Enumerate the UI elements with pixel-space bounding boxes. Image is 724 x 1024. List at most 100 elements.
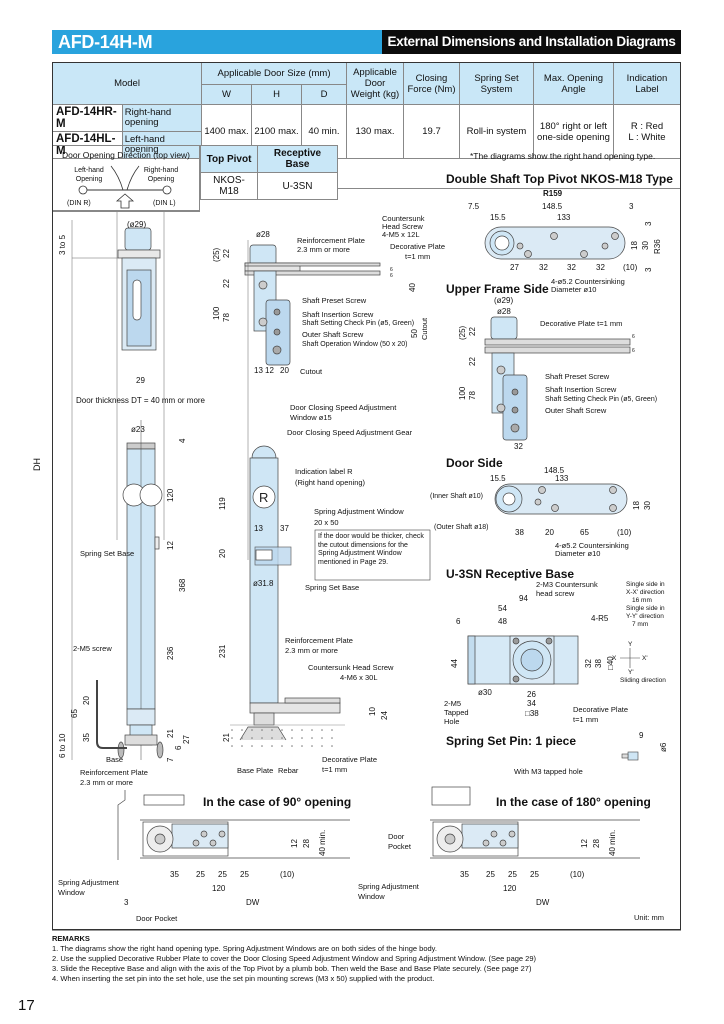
dim-label: 13 bbox=[254, 366, 263, 375]
dim-label: Cutout bbox=[420, 317, 429, 340]
dim-label: DW bbox=[246, 898, 260, 907]
dim-label: DW bbox=[536, 898, 550, 907]
dim-label: 78 bbox=[468, 391, 477, 400]
dim-label: 28 bbox=[592, 839, 601, 848]
dim-label: 18 bbox=[630, 241, 639, 250]
dim-label: 3 bbox=[629, 202, 634, 211]
dim-label: 27 bbox=[510, 263, 519, 272]
divider bbox=[52, 211, 200, 212]
col-door-size: Applicable Door Size (mm) bbox=[201, 62, 347, 85]
screw-label: 4-M6 x 30L bbox=[340, 673, 378, 682]
dim-label: 20 bbox=[545, 528, 554, 537]
spring-set-base-label: Spring Set Base bbox=[80, 549, 134, 558]
left-swing-arrow-icon bbox=[110, 165, 124, 191]
reinforcement-label: 2.3 mm or more bbox=[285, 646, 338, 655]
spring-set-base-label: Spring Set Base bbox=[305, 583, 360, 592]
cutout-label: Cutout bbox=[300, 367, 323, 376]
door-side-plate-drawing bbox=[494, 483, 628, 515]
dim-label: 119 bbox=[218, 497, 227, 510]
dim-label: 3 to 5 bbox=[58, 234, 67, 255]
remark-item: 3. Slide the Receptive Base and align wi… bbox=[52, 964, 532, 973]
dim-label: 15.5 bbox=[490, 474, 506, 483]
dim-label: 32 bbox=[514, 442, 523, 451]
dim-label: 3 bbox=[644, 267, 653, 272]
dim-label: 25 bbox=[486, 870, 495, 879]
dim-label: ø31.8 bbox=[253, 579, 274, 588]
opening-180-title: In the case of 180° opening bbox=[496, 795, 651, 809]
tapped-hole-label: 2-M5 Tapped Hole bbox=[444, 699, 469, 726]
dim-label: □38 bbox=[525, 709, 539, 718]
dim-label: 148.5 bbox=[544, 466, 565, 475]
dim-label: 12 bbox=[580, 839, 589, 848]
dim-label: 34 bbox=[527, 699, 536, 708]
callout: Shaft Preset Screw bbox=[545, 372, 610, 381]
top-pivot-plate-drawing bbox=[484, 226, 626, 260]
spring-window-label: Window bbox=[58, 888, 85, 897]
dim-label: (10) bbox=[570, 870, 585, 879]
hole-note: 4-ø5.2 Countersinking bbox=[555, 541, 629, 550]
model-name: AFD-14HR-M bbox=[52, 104, 123, 132]
dh-label: DH bbox=[32, 458, 42, 471]
section-title: External Dimensions and Installation Dia… bbox=[382, 30, 681, 54]
pivot-flange bbox=[117, 249, 161, 259]
dim-label: (10) bbox=[280, 870, 295, 879]
dim-label: 6 bbox=[390, 273, 393, 279]
dim-label: 12 bbox=[265, 366, 274, 375]
door-direction-title: Door Opening Direction (top view) bbox=[61, 150, 191, 160]
col-spring-set: Spring Set System bbox=[459, 62, 534, 105]
dim-label: 10 bbox=[368, 707, 377, 716]
dim-label: ø28 bbox=[256, 230, 270, 239]
dim-label: 133 bbox=[555, 474, 569, 483]
hinge-body-mid: R bbox=[239, 445, 341, 741]
speed-window-label: Door Closing Speed Adjustment bbox=[290, 403, 397, 412]
sliding-text: Single side in bbox=[626, 581, 665, 588]
dim-label: 7 bbox=[166, 757, 175, 762]
col-d: D bbox=[301, 84, 347, 105]
reinforcement-label: Reinforcement Plate bbox=[297, 236, 365, 245]
indication-r-icon: R bbox=[259, 490, 268, 505]
callout: Shaft Setting Check Pin (ø5, Green) bbox=[302, 320, 415, 327]
callout: Outer Shaft Screw bbox=[545, 406, 607, 415]
max-angle-line1: 180° right or left bbox=[539, 120, 608, 132]
sliding-text: X-X' direction bbox=[626, 589, 665, 596]
dim-label: 38 bbox=[515, 528, 524, 537]
dim-label: 120 bbox=[503, 884, 517, 893]
receptive-base-drawing bbox=[467, 635, 579, 685]
callout: Shaft Insertion Screw bbox=[545, 385, 617, 394]
door-pocket-label: Pocket bbox=[388, 842, 411, 851]
dim-label: (25) bbox=[212, 247, 221, 262]
base-plate-label: Base Plate bbox=[237, 766, 274, 775]
dim-label: 236 bbox=[166, 646, 175, 660]
dim-label: R159 bbox=[543, 189, 563, 198]
door-pocket-label: Door bbox=[388, 832, 405, 841]
dim-label: ø23 bbox=[131, 425, 145, 434]
dim-label: 35 bbox=[170, 870, 179, 879]
dim-label: 4 bbox=[178, 438, 187, 443]
dim-label: 48 bbox=[498, 617, 507, 626]
spring-window-label: Spring Adjustment Window bbox=[314, 507, 404, 516]
dim-label: ø30 bbox=[478, 688, 492, 697]
max-angle-line2: one-side opening bbox=[537, 131, 610, 143]
spec-table: Model Applicable Door Size (mm) Applicab… bbox=[52, 62, 681, 159]
dim-label: 22 bbox=[222, 249, 231, 258]
top-pivot-title: Double Shaft Top Pivot NKOS-M18 Type bbox=[446, 172, 673, 186]
speed-window-label: Window ø15 bbox=[290, 413, 332, 422]
door-direction-diagram bbox=[78, 165, 172, 209]
receptive-base-title: U-3SN Receptive Base bbox=[446, 567, 575, 581]
screw-label: 2-M3 Countersunk head screw bbox=[536, 580, 598, 598]
dim-label: 35 bbox=[460, 870, 469, 879]
sliding-axis-icon bbox=[620, 648, 640, 668]
dim-label: 12 bbox=[290, 839, 299, 848]
dim-label: 6 bbox=[390, 267, 393, 273]
pivot-cap bbox=[124, 227, 152, 251]
axis-yp-label: Y' bbox=[628, 669, 634, 676]
sliding-text: 16 mm bbox=[632, 597, 652, 604]
dim-label: 3 bbox=[124, 898, 129, 907]
door-thickness-label: Door thickness DT = 40 mm or more bbox=[76, 396, 206, 405]
axis-y-label: Y bbox=[628, 641, 633, 648]
dim-label: 6 bbox=[632, 334, 635, 340]
callout: Shaft Setting Check Pin (ø5, Green) bbox=[545, 396, 658, 403]
callout: Shaft Preset Screw bbox=[302, 296, 367, 305]
